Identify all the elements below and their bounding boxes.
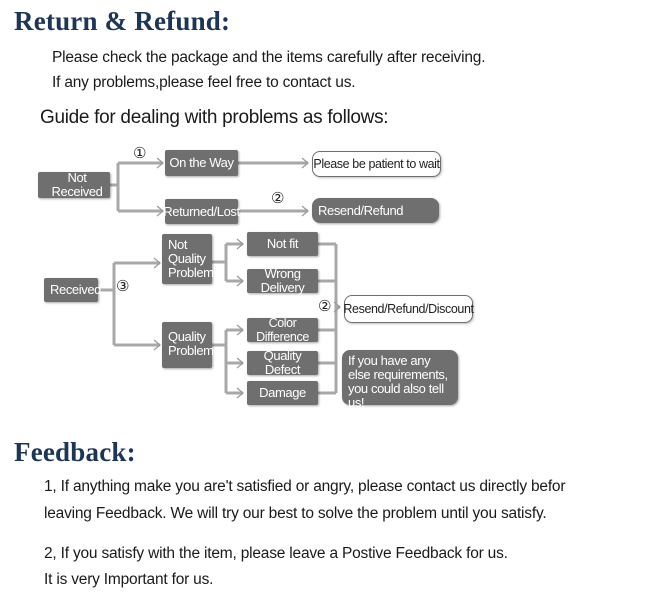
connector-received (98, 261, 160, 347)
feedback-p2-line1: 2, If you satisfy with the item, please … (44, 545, 508, 562)
on-the-way-box: On the Way (165, 150, 238, 176)
contact-us-text: If any problems,please feel free to cont… (52, 74, 356, 91)
feedback-p1-line1: 1, If anything make you are't satisfied … (44, 478, 566, 495)
received-box: Received (44, 278, 101, 302)
not-fit-box: Not fit (247, 232, 318, 256)
step-1-marker: ① (133, 144, 147, 162)
return-refund-title: Return & Refund: (14, 6, 231, 36)
quality-problem-box: Quality Problem (162, 322, 214, 368)
step-2-marker-bottom: ② (318, 297, 332, 315)
feedback-title: Feedback: (14, 437, 136, 467)
feedback-p1-line2: leaving Feedback. We will try our best t… (44, 505, 547, 522)
connector-collector (318, 242, 340, 395)
damage-box: Damage (247, 381, 318, 405)
step-3-marker: ③ (116, 277, 130, 295)
returned-lost-box: Returned/Lost (163, 199, 240, 224)
connector-not-quality (212, 242, 243, 283)
else-requirements-box: If you have any else requirements, you c… (342, 350, 458, 410)
resend-refund-box: Resend/Refund (312, 198, 439, 223)
resend-refund-discount-box: Resend/Refund/Discount (343, 295, 474, 323)
not-received-box: Not Received (38, 171, 110, 199)
wrong-delivery-box: Wrong Delivery (247, 267, 318, 295)
not-quality-problem-box: Not Quality Problem (162, 234, 214, 284)
step-2-marker-top: ② (271, 189, 285, 207)
connector-quality (212, 328, 243, 395)
patient-box: Please be patient to wait (312, 151, 441, 177)
check-package-text: Please check the package and the items c… (52, 49, 486, 66)
color-difference-box: Color Difference (247, 316, 318, 344)
feedback-p2-line2: It is very Important for us. (44, 571, 214, 588)
connector-not-received (110, 161, 163, 213)
flow-connectors (98, 157, 341, 399)
guide-heading: Guide for dealing with problems as follo… (40, 107, 389, 128)
quality-defect-box: Quality Defect (247, 349, 318, 377)
